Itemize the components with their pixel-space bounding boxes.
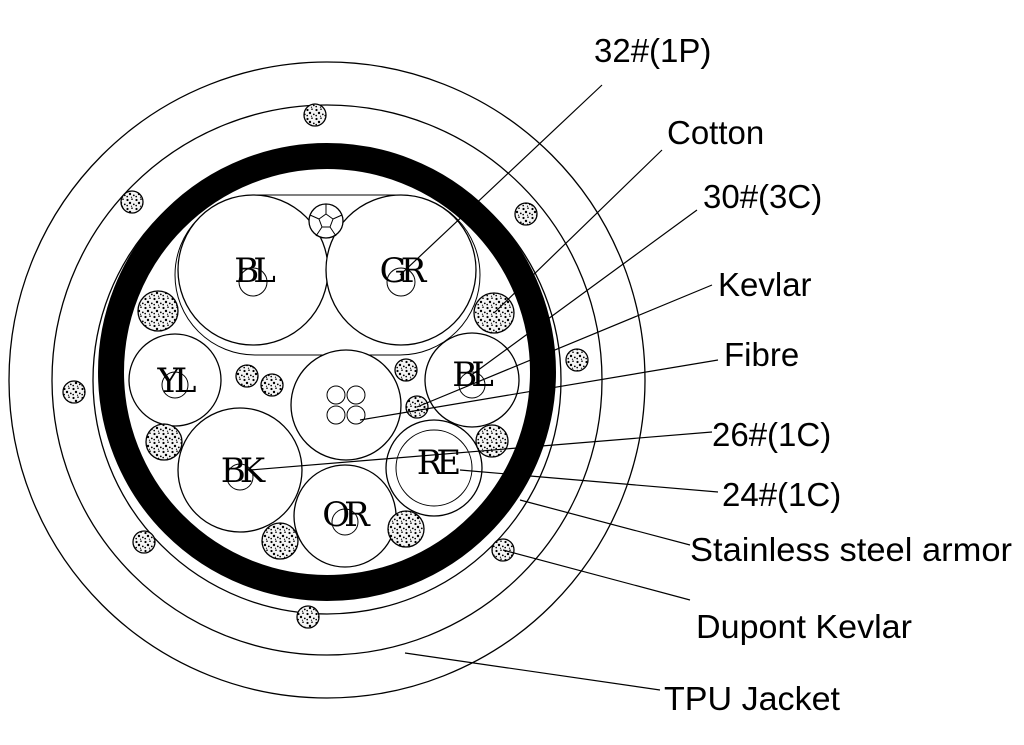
dupont-kevlar-strand xyxy=(132,530,156,554)
conductor-bl-right-core xyxy=(458,371,486,399)
cotton-filler xyxy=(145,423,183,461)
callout-dupont: Dupont Kevlar xyxy=(696,608,912,645)
callout-fibre: Fibre xyxy=(724,336,799,373)
cotton-filler xyxy=(475,424,509,458)
leader-cotton xyxy=(493,149,663,314)
conductor-label-bk: BK xyxy=(221,451,266,491)
leader-fibre xyxy=(359,359,719,421)
dupont-kevlar-strand xyxy=(514,202,538,226)
conductor-gr-core xyxy=(386,267,416,297)
conductor-re-ring xyxy=(395,429,473,507)
callout-tpu: TPU Jacket xyxy=(664,680,840,717)
callout-kevlar: Kevlar xyxy=(718,266,812,303)
cotton-filler xyxy=(261,522,299,560)
conductor-label-bl-top: BL xyxy=(234,251,275,291)
conductor-bk xyxy=(177,407,303,533)
dupont-kevlar-strands xyxy=(62,103,589,629)
dupont-kevlar-strand xyxy=(120,190,144,214)
small-filler xyxy=(260,373,284,397)
small-filler xyxy=(394,358,418,382)
leader-32-1p xyxy=(399,84,603,276)
leader-tpu xyxy=(404,652,661,691)
dupont-kevlar-strand xyxy=(62,380,86,404)
conductor-or-core xyxy=(331,508,359,536)
fibre-strand xyxy=(346,385,366,405)
callout-cotton: Cotton xyxy=(667,114,764,151)
stainless-steel-armor-ring xyxy=(98,143,556,601)
conductor-bk-core xyxy=(226,463,254,491)
conductor-yl-core xyxy=(161,371,189,399)
football-filler xyxy=(308,203,344,239)
conductor-label-yl: YL xyxy=(156,361,195,401)
fibre-bundle xyxy=(290,349,402,461)
small-filler xyxy=(235,364,259,388)
conductor-bl-top-core xyxy=(238,267,268,297)
fibre-strand xyxy=(346,405,366,425)
dupont-kevlar-strand xyxy=(303,103,327,127)
conductor-yl xyxy=(128,333,222,427)
tpu-jacket-outer-ring xyxy=(8,61,646,699)
callout-26-1c: 26#(1C) xyxy=(712,416,831,453)
leader-kevlar xyxy=(416,284,713,408)
cotton-filler xyxy=(137,290,179,332)
leader-armor xyxy=(519,499,691,546)
callout-24-1c: 24#(1C) xyxy=(722,476,841,513)
conductor-bl-right xyxy=(424,332,520,428)
fibre-strand xyxy=(326,385,346,405)
dupont-kevlar-strand xyxy=(296,605,320,629)
conductor-re xyxy=(385,419,483,517)
conductor-gr xyxy=(325,194,477,346)
conductor-label-re: RE xyxy=(417,443,460,483)
callout-30-3c: 30#(3C) xyxy=(703,178,822,215)
leader-26-1c xyxy=(249,431,713,471)
leader-lines xyxy=(249,84,719,691)
callout-32-1p: 32#(1P) xyxy=(594,32,711,69)
fibre-strand xyxy=(326,405,346,425)
leader-dupont xyxy=(502,549,691,601)
leader-30-3c xyxy=(469,209,698,377)
callout-armor: Stainless steel armor xyxy=(690,531,1012,568)
conductor-label-bl-right: BL xyxy=(452,355,493,395)
cotton-filler xyxy=(387,510,425,548)
leader-24-1c xyxy=(459,469,719,493)
dupont-kevlar-strand xyxy=(565,348,589,372)
